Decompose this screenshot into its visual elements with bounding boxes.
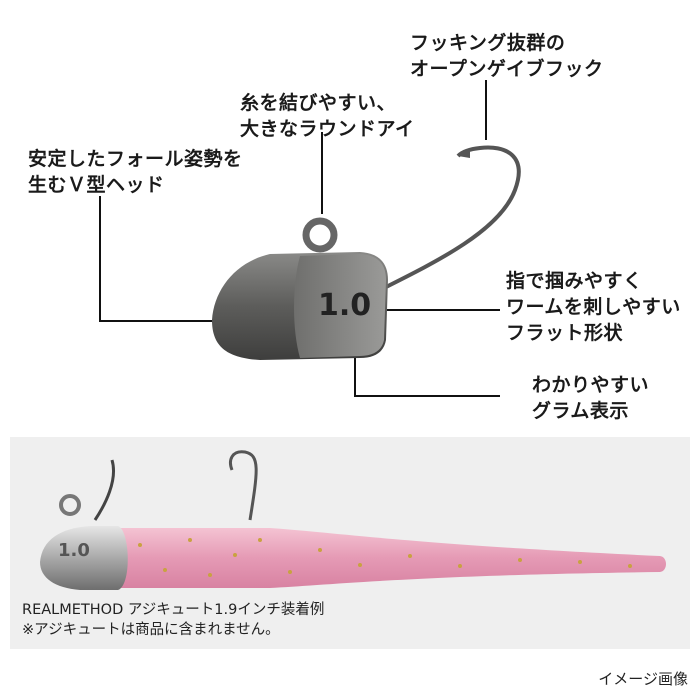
hook-barb: [458, 148, 470, 158]
callout-line: フラット形状: [506, 322, 624, 344]
callout-line: 大きなラウンドアイ: [240, 118, 415, 140]
image-disclaimer: イメージ画像: [598, 670, 688, 688]
photo-lead-head: [40, 526, 128, 590]
head-leader-line: [99, 196, 215, 322]
callout-hook: フッキング抜群の オープンゲイブフック: [410, 30, 603, 82]
callout-flat: 指で掴みやすく ワームを刺しやすい フラット形状: [506, 268, 681, 346]
photo-eye: [59, 494, 81, 516]
photo-note: ※アジキュートは商品に含まれません。: [22, 622, 280, 638]
photo-worm: [118, 528, 666, 588]
photo-gram-marking: 1.0: [58, 540, 90, 561]
callout-line: フッキング抜群の: [410, 32, 566, 54]
leader-lines: [99, 80, 500, 397]
round-eye: [302, 217, 338, 253]
photo-hook: [93, 459, 115, 521]
callout-line: 指で掴みやすく: [506, 270, 643, 292]
flat-face: [294, 254, 386, 358]
gram-leader-line: [354, 348, 500, 397]
callout-line: グラム表示: [532, 400, 629, 422]
photo-hook-bend: [229, 450, 258, 521]
callout-gram: わかりやすい グラム表示: [532, 372, 649, 424]
callout-line: 生むＶ型ヘッド: [28, 174, 165, 196]
photo-caption: REALMETHOD アジキュート1.9インチ装着例: [22, 602, 325, 618]
callout-line: 安定したフォール姿勢を: [28, 148, 243, 170]
callout-line: 糸を結びやすい、: [240, 92, 397, 114]
callout-line: わかりやすい: [532, 374, 650, 396]
worm-glitter: [138, 538, 632, 577]
callout-eye: 糸を結びやすい、 大きなラウンドアイ: [240, 90, 415, 142]
callout-line: オープンゲイブフック: [410, 58, 604, 80]
callout-head: 安定したフォール姿勢を 生むＶ型ヘッド: [28, 146, 243, 198]
gram-marking: 1.0: [318, 288, 372, 323]
callout-line: ワームを刺しやすい: [506, 296, 681, 318]
hook-wire: [379, 145, 521, 292]
